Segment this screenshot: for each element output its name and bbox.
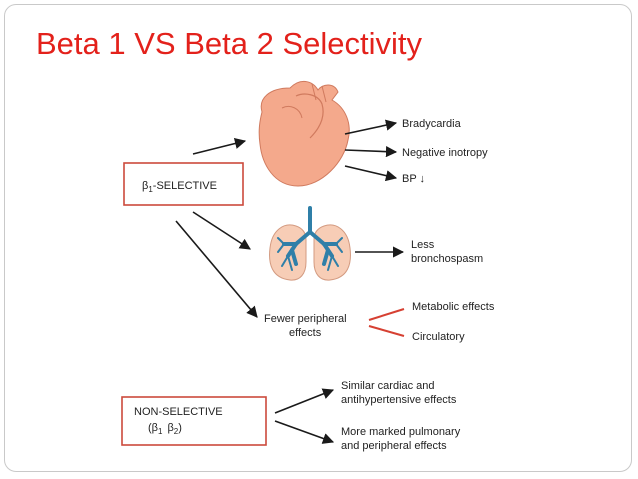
arrow-more-marked [274,420,335,444]
effect-bronchospasm: bronchospasm [411,253,483,265]
effect-metabolic: Metabolic effects [412,301,495,313]
slide-title: Beta 1 VS Beta 2 Selectivity [36,26,422,61]
arrow-bradycardia [344,119,398,135]
arrow-negative-inotropy [344,146,398,158]
effect-circulatory: Circulatory [412,331,465,343]
peripheral-line2: effects [289,327,322,339]
arrow-to-heart [192,138,247,155]
arrow-to-lungs [192,211,251,250]
b1-selective-box: β1-SELECTIVE [123,162,244,206]
nonsel-box-line1: NON-SELECTIVE [134,406,223,418]
heart-illustration [258,81,350,187]
effect-bp-down: BP ↓ [402,173,425,185]
b1-box-label: β1-SELECTIVE [142,180,217,194]
nonsel-effect1-line1: Similar cardiac and [341,380,435,392]
red-line-circulatory [368,325,405,337]
lungs-illustration [269,206,351,281]
arrow-to-peripheral [175,220,258,318]
effect-bradycardia: Bradycardia [402,118,462,130]
peripheral-line1: Fewer peripheral [264,313,347,325]
effect-negative-inotropy: Negative inotropy [402,147,488,159]
arrow-similar-cardiac [274,388,335,414]
nonsel-effect2-line1: More marked pulmonary [341,426,461,438]
arrow-bp [344,165,398,182]
nonsel-effect1-line2: antihypertensive effects [341,394,457,406]
nonsel-effect2-line2: and peripheral effects [341,440,447,452]
red-line-metabolic [368,308,405,321]
effect-less: Less [411,239,435,251]
